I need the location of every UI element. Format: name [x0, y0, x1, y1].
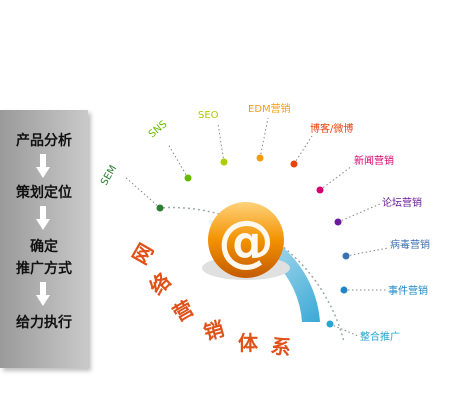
channel-leader-line [123, 175, 161, 209]
channel-label: 事件营销 [388, 284, 428, 297]
channel-dot [342, 252, 350, 260]
channel-dot [334, 218, 342, 226]
channel-leader-line [337, 203, 381, 223]
arc-title-char: 销 [201, 316, 227, 344]
step-execute: 给力执行 [16, 315, 72, 331]
step-promotion-method: 推广方式 [16, 261, 72, 277]
step-product-analysis: 产品分析 [16, 133, 72, 149]
channel-leader-line [319, 165, 353, 191]
arc-title-char: 系 [269, 333, 293, 360]
channel-label: 博客/微博 [310, 122, 353, 135]
step-planning-positioning: 策划定位 [16, 185, 72, 201]
channel-leader-line [345, 247, 389, 257]
arc-title-char: 络 [145, 268, 176, 299]
channel-dot [220, 158, 228, 166]
channel-dot [316, 186, 324, 194]
arc-title-char: 体 [238, 331, 259, 355]
channel-label: EDM营销 [248, 102, 291, 115]
channel-leader-line [217, 123, 225, 163]
channel-label: 论坛营销 [382, 196, 422, 209]
down-arrow-icon [36, 282, 50, 306]
channel-dot [326, 320, 334, 328]
channel-dot [184, 174, 192, 182]
step-determine: 确定 [30, 239, 58, 255]
channel-label: SEO [198, 110, 219, 121]
channel-dot [156, 204, 164, 212]
channel-leader-line [259, 117, 269, 159]
channel-dot [340, 286, 348, 294]
marketing-system-diagram: @ 网 络 营 销 体 系 SEM SNS SEO EDM营销博客/微博新闻营销论坛营… [99, 102, 430, 360]
arc-title-char: 网 [128, 239, 159, 268]
channel-label: 整合推广 [360, 330, 400, 343]
channel-dot [256, 154, 264, 162]
center-symbol: @ [218, 209, 274, 274]
channel-leader-line [293, 135, 313, 165]
channel-label: SEM [99, 164, 119, 188]
channel-dot [290, 160, 298, 168]
channel-leader-line [167, 143, 189, 179]
channel-label: 病毒营销 [390, 238, 430, 251]
arc-title-char: 营 [169, 296, 198, 327]
at-sign-icon: @ [202, 202, 290, 280]
down-arrow-icon [36, 154, 50, 178]
down-arrow-icon [36, 206, 50, 230]
channel-leader-line [329, 323, 359, 337]
channel-label: 新闻营销 [354, 154, 394, 167]
channel-label: SNS [147, 119, 170, 140]
process-flow-panel: 产品分析 策划定位 确定 推广方式 给力执行 [0, 110, 88, 368]
